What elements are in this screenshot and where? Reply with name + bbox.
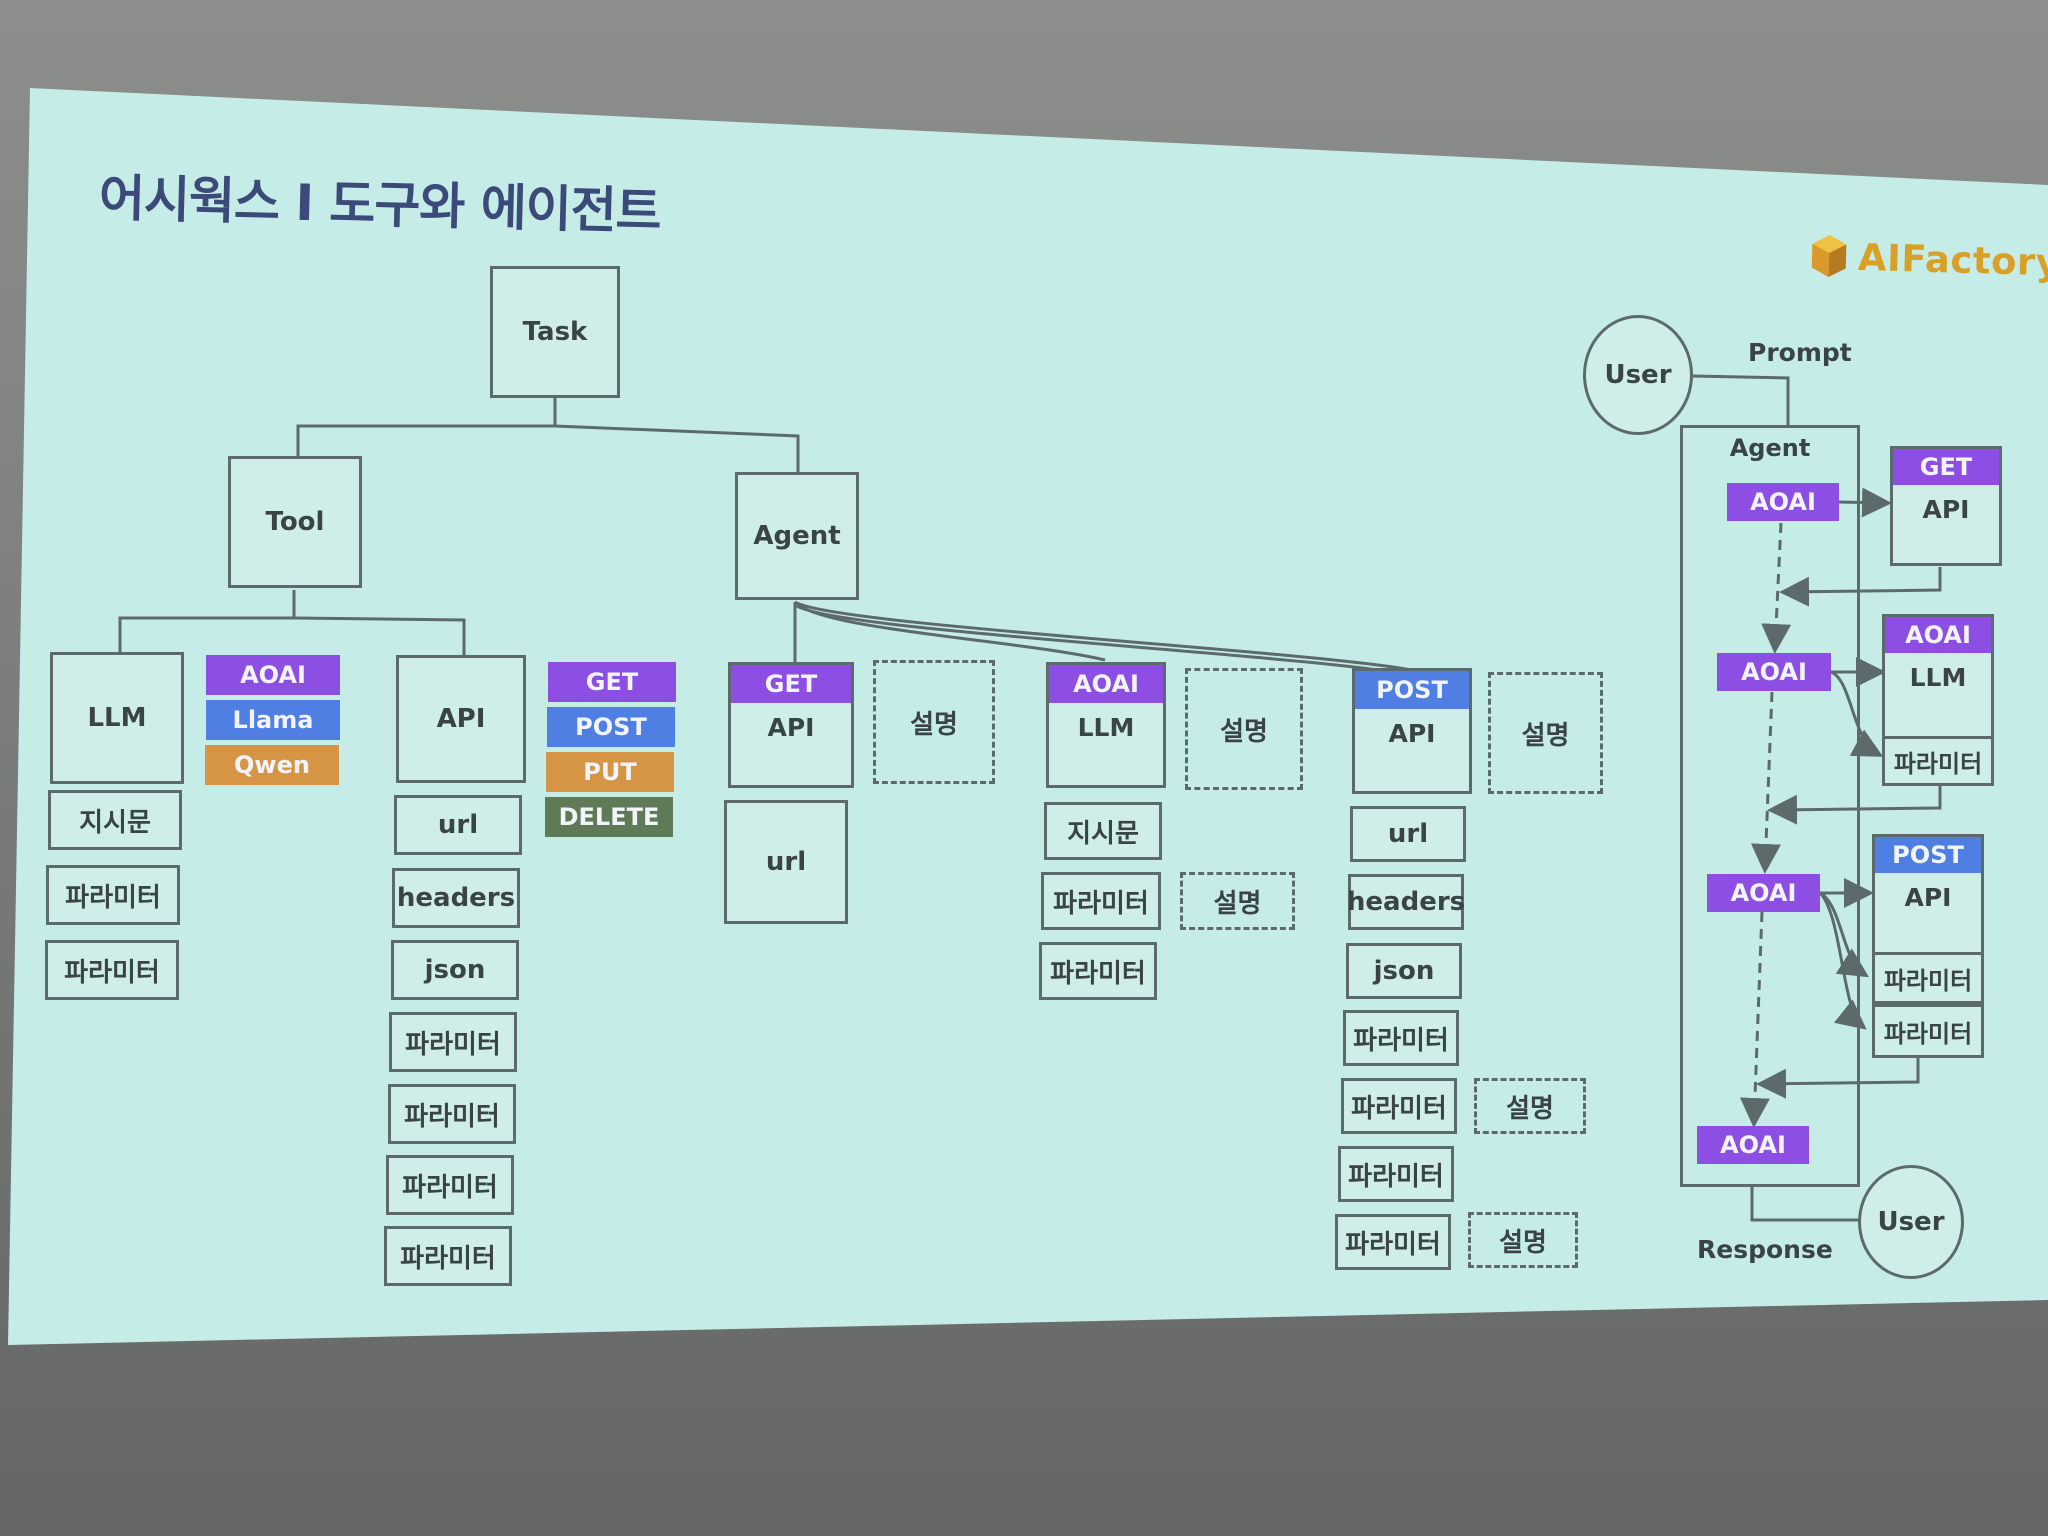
api-param-3: 파라미터 — [386, 1155, 514, 1215]
tag-aoai: AOAI — [206, 655, 340, 695]
agent-get-label: API — [767, 713, 815, 742]
flow-llm-label: LLM — [1909, 663, 1967, 692]
agent-post-param-2: 파라미터 — [1341, 1078, 1457, 1134]
agent-llm-desc: 설명 — [1185, 668, 1303, 790]
agent-post-url: url — [1350, 806, 1466, 862]
flow-aoai-3: AOAI — [1707, 874, 1820, 912]
agent-post-headers: headers — [1347, 874, 1465, 930]
task-node: Task — [490, 266, 620, 398]
agent-llm-param-2: 파라미터 — [1039, 942, 1157, 1000]
flow-get-method: GET — [1893, 449, 1999, 485]
agent-post-json: json — [1346, 943, 1462, 999]
agent-post-api: POST API — [1352, 668, 1472, 794]
tag-delete: DELETE — [545, 797, 673, 837]
agent-post-param-3: 파라미터 — [1338, 1146, 1454, 1202]
llm-param-1: 파라미터 — [46, 865, 180, 925]
flow-llm: AOAI LLM 파라미터 — [1882, 614, 1994, 786]
api-param-1: 파라미터 — [389, 1012, 517, 1072]
agent-llm-param-1: 파라미터 — [1041, 872, 1161, 930]
agent-llm-param-desc: 설명 — [1180, 872, 1295, 930]
llm-instruction: 지시문 — [48, 790, 182, 850]
agent-post-desc: 설명 — [1488, 672, 1603, 794]
agent-llm: AOAI LLM — [1046, 662, 1166, 788]
agent-llm-instruction: 지시문 — [1044, 802, 1162, 860]
flow-post-label: API — [1904, 883, 1952, 912]
flow-agent-label: Agent — [1729, 434, 1811, 462]
user-bottom-circle: User — [1858, 1165, 1964, 1279]
api-headers: headers — [392, 868, 520, 928]
flow-post-api: POST API 파라미터 파라미터 — [1872, 834, 1984, 1058]
agent-get-api: GET API — [728, 662, 854, 788]
llm-node: LLM — [50, 652, 184, 784]
agent-get-desc: 설명 — [873, 660, 995, 784]
flow-post-method: POST — [1875, 837, 1981, 873]
agent-llm-label: LLM — [1077, 713, 1135, 742]
agent-get-method: GET — [731, 665, 851, 703]
response-label: Response — [1697, 1235, 1833, 1264]
flow-post-param-1: 파라미터 — [1872, 952, 1984, 1004]
tag-qwen: Qwen — [205, 745, 339, 785]
flow-post-param-2: 파라미터 — [1872, 1004, 1984, 1058]
api-url: url — [394, 795, 522, 855]
flow-aoai-1: AOAI — [1727, 483, 1839, 521]
tag-llama: Llama — [206, 700, 340, 740]
flow-agent-container: Agent — [1680, 425, 1860, 1187]
prompt-label: Prompt — [1748, 338, 1852, 367]
user-top-circle: User — [1583, 315, 1693, 435]
tag-post: POST — [547, 707, 675, 747]
flow-get-api: GET API — [1890, 446, 2002, 566]
flow-aoai-2: AOAI — [1717, 653, 1831, 691]
api-json: json — [391, 940, 519, 1000]
agent-post-param-desc-2: 설명 — [1468, 1212, 1578, 1268]
agent-post-label: API — [1388, 719, 1436, 748]
agent-llm-tag: AOAI — [1049, 665, 1163, 703]
flow-llm-param: 파라미터 — [1882, 736, 1994, 786]
tool-node: Tool — [228, 456, 362, 588]
agent-node: Agent — [735, 472, 859, 600]
agent-get-url: url — [724, 800, 848, 924]
flow-get-label: API — [1922, 495, 1970, 524]
cube-logo-icon — [1809, 233, 1848, 280]
flow-llm-tag: AOAI — [1885, 617, 1991, 653]
agent-post-param-1: 파라미터 — [1343, 1010, 1459, 1066]
tag-get: GET — [548, 662, 676, 702]
api-param-2: 파라미터 — [388, 1084, 516, 1144]
flow-aoai-4: AOAI — [1697, 1126, 1809, 1164]
tag-put: PUT — [546, 752, 674, 792]
aifactory-logo: AIFactory — [1809, 233, 2048, 286]
agent-post-method: POST — [1355, 671, 1469, 709]
agent-post-param-desc-1: 설명 — [1474, 1078, 1586, 1134]
api-param-4: 파라미터 — [384, 1226, 512, 1286]
agent-post-param-4: 파라미터 — [1335, 1214, 1451, 1270]
llm-param-2: 파라미터 — [45, 940, 179, 1000]
api-node: API — [396, 655, 526, 783]
